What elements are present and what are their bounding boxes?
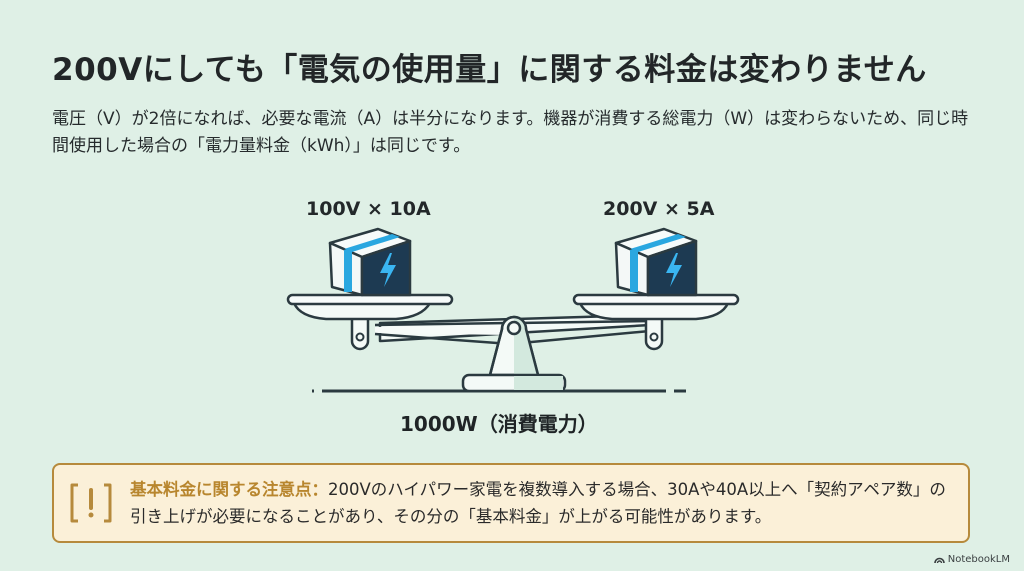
pivot-stand	[461, 315, 567, 393]
appliance-box-lightning-icon	[614, 227, 698, 297]
exclamation-bracket-icon	[70, 483, 112, 523]
left-pan-label: 100V × 10A	[306, 198, 431, 220]
slide-description: 電圧（V）が2倍になれば、必要な電流（A）は半分になります。機器が消費する総電力…	[52, 109, 969, 156]
left-hanger	[350, 315, 370, 351]
notice-text: 基本料金に関する注意点：200Vのハイパワー家電を複数導入する場合、30Aや40…	[130, 476, 960, 530]
notice-body: 200Vのハイパワー家電を複数導入する場合、30Aや40A以上へ「契約アペア数」…	[130, 480, 946, 526]
notice-box: 基本料金に関する注意点：200Vのハイパワー家電を複数導入する場合、30Aや40…	[52, 463, 970, 543]
appliance-box-lightning-icon	[328, 227, 412, 297]
notice-heading: 基本料金に関する注意点：	[130, 480, 328, 499]
power-consumption-label: 1000W（消費電力）	[400, 412, 598, 436]
left-pan	[286, 293, 454, 321]
right-hanger	[644, 315, 664, 351]
notebooklm-branding: NotebookLM	[933, 554, 1010, 565]
right-pan-label: 200V × 5A	[603, 198, 715, 220]
balance-scale-illustration	[286, 227, 740, 393]
branding-label: NotebookLM	[947, 554, 1010, 565]
slide-title: 200Vにしても「電気の使用量」に関する料金は変わりません	[52, 52, 927, 88]
right-pan	[572, 293, 740, 321]
notebooklm-logo-icon	[933, 557, 945, 564]
